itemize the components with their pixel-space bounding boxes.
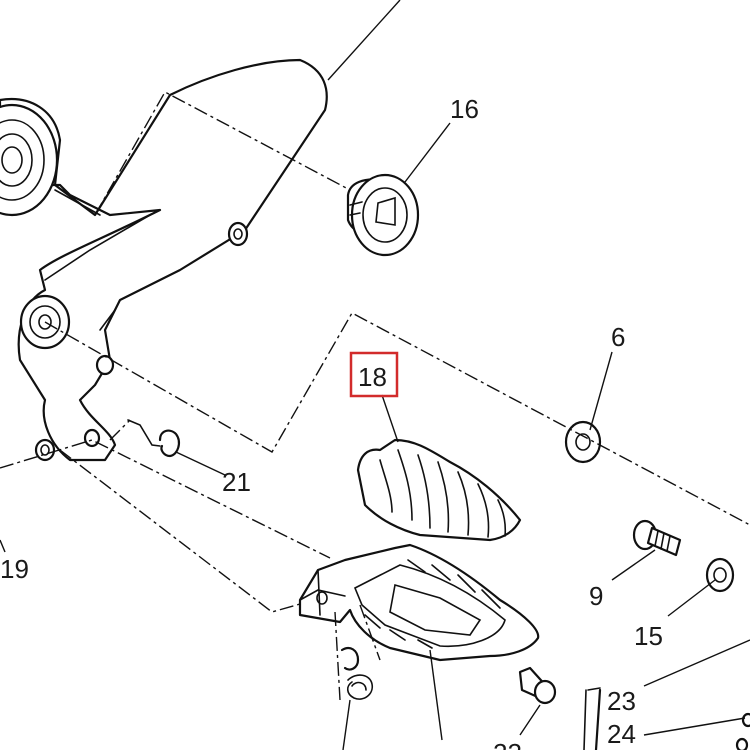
bracket-large-hole bbox=[0, 103, 59, 217]
part-23-24-bracket bbox=[583, 687, 750, 750]
callout-18-highlight-box bbox=[349, 351, 399, 398]
callout-labels: 16 18 6 21 19 9 15 23 24 22 bbox=[0, 94, 663, 750]
part-18-rubber-pad bbox=[356, 438, 522, 542]
footrest-bracket bbox=[0, 58, 328, 462]
callout-15: 15 bbox=[634, 621, 663, 651]
callout-16: 16 bbox=[450, 94, 479, 124]
callout-21: 21 bbox=[222, 467, 251, 497]
callout-18: 18 bbox=[358, 362, 387, 392]
part-9-bolt bbox=[632, 519, 682, 557]
callout-9: 9 bbox=[589, 581, 603, 611]
part-16-screw bbox=[346, 173, 420, 257]
callout-24: 24 bbox=[607, 719, 636, 749]
callout-19: 19 bbox=[0, 554, 29, 584]
callout-22: 22 bbox=[493, 738, 522, 750]
part-6-washer bbox=[564, 420, 602, 464]
bracket-small-hole bbox=[227, 221, 249, 247]
part-15-washer bbox=[705, 557, 735, 593]
part-22-bolt bbox=[518, 666, 557, 705]
return-spring bbox=[340, 646, 374, 700]
footpeg-body bbox=[298, 543, 540, 662]
callout-23: 23 bbox=[607, 686, 636, 716]
part-21-circlip bbox=[127, 419, 180, 458]
assembly-centerlines bbox=[0, 91, 750, 701]
callout-6: 6 bbox=[611, 322, 625, 352]
